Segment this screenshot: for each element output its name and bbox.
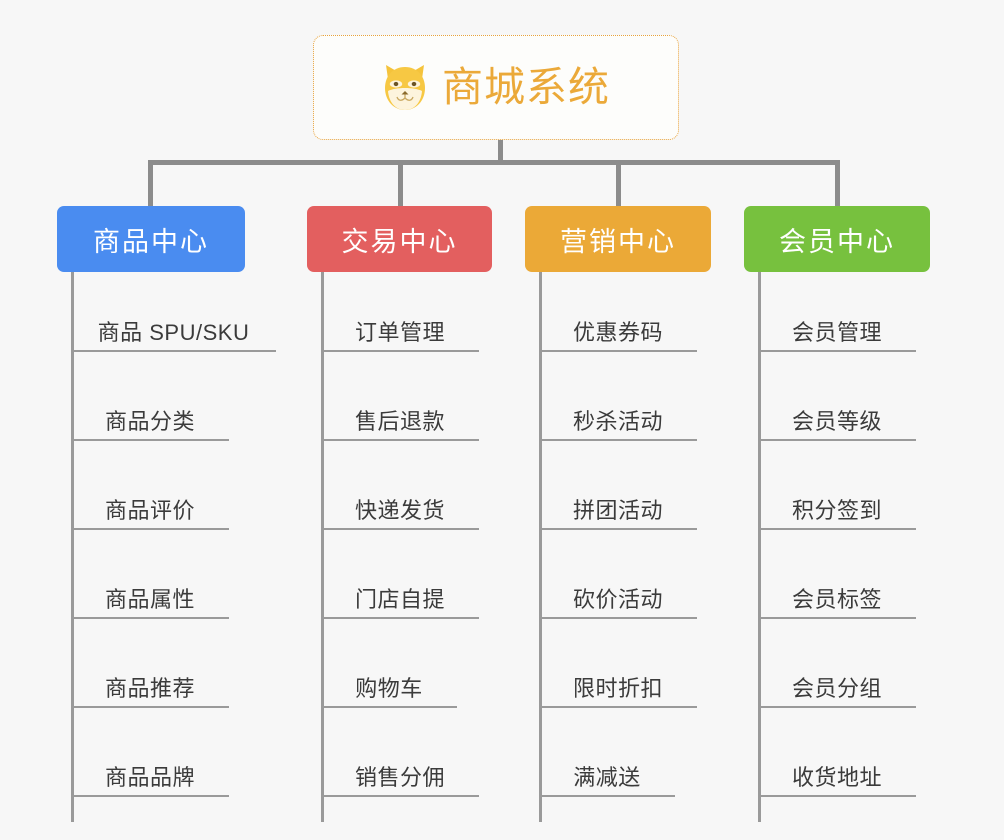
branch-trunk-2 xyxy=(539,272,542,822)
leaf-label-0-5: 商品品牌 xyxy=(104,765,195,790)
leaf-item-0-3[interactable]: 商品属性 xyxy=(71,530,229,619)
leaf-item-0-5[interactable]: 商品品牌 xyxy=(71,708,229,797)
leaf-item-3-4[interactable]: 会员分组 xyxy=(758,619,916,708)
leaf-item-0-0[interactable]: 商品 SPU/SKU xyxy=(71,284,276,352)
leaf-item-1-4[interactable]: 购物车 xyxy=(321,619,457,708)
shiba-inu-icon xyxy=(385,64,425,110)
leaf-label-3-3: 会员标签 xyxy=(791,587,882,612)
leaf-item-3-3[interactable]: 会员标签 xyxy=(758,530,916,619)
leaf-item-1-0[interactable]: 订单管理 xyxy=(321,284,479,352)
leaf-item-2-5[interactable]: 满减送 xyxy=(539,708,675,797)
branch-trunk-0 xyxy=(71,272,74,822)
leaf-label-1-5: 销售分佣 xyxy=(354,765,445,790)
leaf-item-1-5[interactable]: 销售分佣 xyxy=(321,708,479,797)
root-node[interactable]: 商城系统 xyxy=(313,35,679,140)
leaf-item-3-1[interactable]: 会员等级 xyxy=(758,352,916,441)
leaf-label-2-1: 秒杀活动 xyxy=(572,409,663,434)
leaf-label-3-0: 会员管理 xyxy=(791,320,882,345)
branch-header-2[interactable]: 营销中心 xyxy=(525,206,711,272)
leaf-label-2-3: 砍价活动 xyxy=(572,587,663,612)
connector-drop-branch-3 xyxy=(835,160,840,206)
leaf-item-2-3[interactable]: 砍价活动 xyxy=(539,530,697,619)
branch-trunk-3 xyxy=(758,272,761,822)
leaf-label-3-5: 收货地址 xyxy=(791,765,882,790)
leaf-label-0-1: 商品分类 xyxy=(104,409,195,434)
leaf-item-0-2[interactable]: 商品评价 xyxy=(71,441,229,530)
leaf-label-0-2: 商品评价 xyxy=(104,498,195,523)
leaf-label-1-0: 订单管理 xyxy=(354,320,445,345)
connector-drop-branch-1 xyxy=(398,160,403,206)
connector-drop-branch-2 xyxy=(616,160,621,206)
leaf-item-1-1[interactable]: 售后退款 xyxy=(321,352,479,441)
connector-root-drop xyxy=(498,140,503,164)
branch-header-label-1: 交易中心 xyxy=(341,226,458,257)
leaf-item-2-2[interactable]: 拼团活动 xyxy=(539,441,697,530)
leaf-item-1-3[interactable]: 门店自提 xyxy=(321,530,479,619)
leaf-item-3-5[interactable]: 收货地址 xyxy=(758,708,916,797)
branch-header-1[interactable]: 交易中心 xyxy=(307,206,492,272)
leaf-label-3-2: 积分签到 xyxy=(791,498,882,523)
root-title: 商城系统 xyxy=(442,64,610,110)
leaf-label-3-1: 会员等级 xyxy=(791,409,882,434)
leaf-item-3-0[interactable]: 会员管理 xyxy=(758,284,916,352)
leaf-label-2-0: 优惠券码 xyxy=(572,320,663,345)
leaf-label-0-0: 商品 SPU/SKU xyxy=(97,320,250,345)
leaf-label-0-3: 商品属性 xyxy=(104,587,195,612)
leaf-label-0-4: 商品推荐 xyxy=(104,676,195,701)
branch-header-label-0: 商品中心 xyxy=(93,226,209,257)
leaf-label-3-4: 会员分组 xyxy=(791,676,882,701)
leaf-label-2-2: 拼团活动 xyxy=(572,498,663,523)
branch-header-label-2: 营销中心 xyxy=(560,226,676,257)
leaf-item-2-4[interactable]: 限时折扣 xyxy=(539,619,697,708)
connector-horizontal-bus xyxy=(148,160,840,165)
connector-drop-branch-0 xyxy=(148,160,153,206)
branch-trunk-1 xyxy=(321,272,324,822)
leaf-label-1-3: 门店自提 xyxy=(354,587,445,612)
leaf-label-1-1: 售后退款 xyxy=(354,409,445,434)
leaf-label-2-5: 满减送 xyxy=(573,765,641,790)
leaf-item-1-2[interactable]: 快递发货 xyxy=(321,441,479,530)
leaf-label-1-4: 购物车 xyxy=(355,676,423,701)
leaf-item-3-2[interactable]: 积分签到 xyxy=(758,441,916,530)
leaf-label-2-4: 限时折扣 xyxy=(572,676,663,701)
leaf-item-2-0[interactable]: 优惠券码 xyxy=(539,284,697,352)
leaf-item-0-1[interactable]: 商品分类 xyxy=(71,352,229,441)
leaf-item-2-1[interactable]: 秒杀活动 xyxy=(539,352,697,441)
leaf-item-0-4[interactable]: 商品推荐 xyxy=(71,619,229,708)
branch-header-label-3: 会员中心 xyxy=(779,226,895,257)
leaf-label-1-2: 快递发货 xyxy=(354,498,445,523)
branch-header-0[interactable]: 商品中心 xyxy=(57,206,245,272)
branch-header-3[interactable]: 会员中心 xyxy=(744,206,930,272)
